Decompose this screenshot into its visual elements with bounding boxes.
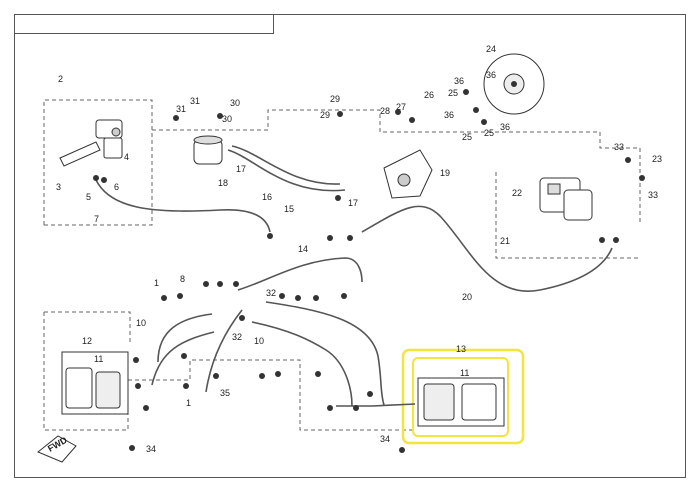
hose-to-caliper (371, 403, 416, 407)
callout-29b: 29 (320, 110, 330, 120)
callout-29a: 29 (330, 94, 340, 104)
reservoir (193, 135, 223, 165)
callout-33b: 33 (648, 190, 658, 200)
callout-36d: 36 (500, 122, 510, 132)
callout-35: 35 (220, 388, 230, 398)
outline-upper-right (152, 109, 641, 222)
hose-15 (227, 149, 346, 192)
callout-21: 21 (500, 236, 510, 246)
callout-20: 20 (462, 292, 472, 302)
callout-10b: 10 (254, 336, 264, 346)
callout-22: 22 (512, 188, 522, 198)
callout-32b: 32 (232, 332, 242, 342)
callout-3: 3 (56, 182, 61, 192)
callout-32a: 32 (266, 288, 276, 298)
hose-14 (237, 257, 363, 291)
callout-24: 24 (486, 44, 496, 54)
callout-33a: 33 (614, 142, 624, 152)
hose-10a (157, 313, 213, 363)
hose-mid (251, 321, 353, 407)
outline-lower-left (43, 312, 412, 431)
callout-labels: 2 3 4 5 6 7 31 31 30 30 17 18 16 15 17 2… (56, 44, 662, 454)
callout-26: 26 (424, 90, 434, 100)
highlight-outer (401, 348, 525, 445)
front-master-cylinder (59, 119, 123, 167)
callout-15: 15 (284, 204, 294, 214)
fittings (93, 89, 645, 453)
title-box (14, 14, 274, 34)
callout-19: 19 (440, 168, 450, 178)
callout-17a: 17 (236, 164, 246, 174)
callout-11a: 11 (94, 354, 103, 364)
outline-master-cylinder (43, 99, 153, 226)
callout-31b: 31 (190, 96, 200, 106)
hose-16 (231, 145, 341, 185)
hose-7 (95, 179, 271, 233)
callout-25c: 25 (484, 128, 494, 138)
outline-right-caliper (495, 172, 640, 259)
callout-36a: 36 (454, 76, 464, 86)
callout-11b: 11 (460, 368, 469, 378)
rear-master-cylinder (383, 149, 433, 199)
callout-13: 13 (456, 344, 466, 354)
callout-25b: 25 (462, 132, 472, 142)
callout-23: 23 (652, 154, 662, 164)
hose-right (265, 301, 385, 406)
callout-8: 8 (180, 274, 185, 284)
callout-30a: 30 (230, 98, 240, 108)
hose-20 (361, 205, 613, 293)
callout-6: 6 (114, 182, 119, 192)
callout-12: 12 (82, 336, 92, 346)
callout-16: 16 (262, 192, 272, 202)
callout-31a: 31 (176, 104, 186, 114)
callout-18: 18 (218, 178, 228, 188)
callout-7: 7 (94, 214, 99, 224)
callout-17b: 17 (348, 198, 358, 208)
callout-4: 4 (124, 152, 129, 162)
brake-disc (483, 53, 545, 115)
callout-1a: 1 (154, 278, 159, 288)
callout-2: 2 (58, 74, 63, 84)
right-caliper-group (417, 377, 505, 427)
callout-36c: 36 (444, 110, 454, 120)
callout-1b: 1 (186, 398, 191, 408)
fwd-arrow: FWD (37, 435, 77, 463)
rear-caliper (539, 177, 593, 221)
hoses (95, 145, 613, 407)
callout-27: 27 (396, 102, 406, 112)
callout-34b: 34 (380, 434, 390, 444)
callout-36b: 36 (486, 70, 496, 80)
highlight-inner (412, 357, 509, 437)
callout-14: 14 (298, 244, 308, 254)
hose-32 (205, 309, 243, 393)
callout-30b: 30 (222, 114, 232, 124)
diagram-frame (14, 14, 686, 478)
outline-left-inner (44, 311, 131, 342)
callout-28: 28 (380, 106, 390, 116)
callout-34a: 34 (146, 444, 156, 454)
hose-10b (151, 331, 215, 386)
callout-5: 5 (86, 192, 91, 202)
group-outlines (43, 99, 641, 431)
callout-10a: 10 (136, 318, 146, 328)
left-caliper-group (61, 351, 129, 415)
callout-25a: 25 (448, 88, 458, 98)
